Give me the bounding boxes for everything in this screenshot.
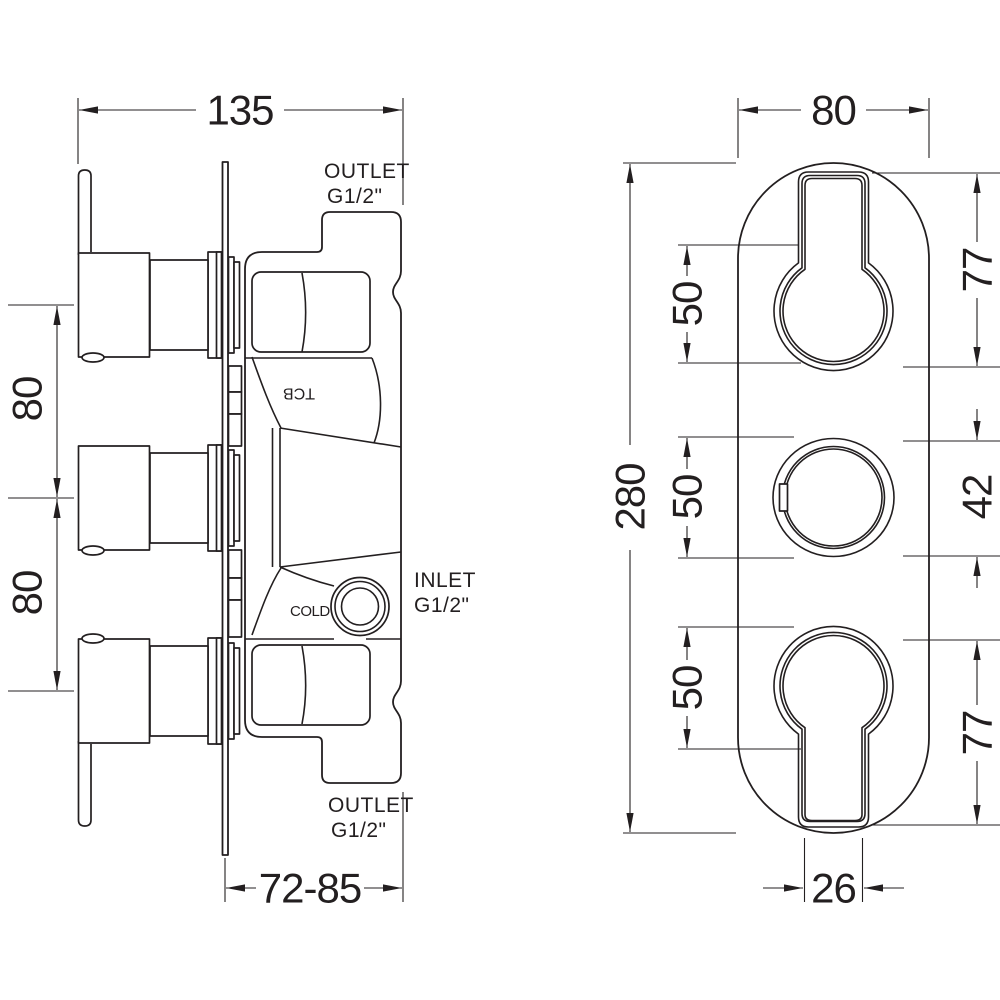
inlet-line2: G1/2" bbox=[414, 594, 469, 617]
label-inlet: INLET G1/2" bbox=[414, 569, 476, 617]
dim-top-hole: 50 bbox=[664, 244, 801, 364]
valve-body-outline bbox=[244, 211, 402, 784]
dim-handle-spacing-upper-label: 80 bbox=[4, 377, 51, 422]
dim-handle-spacing-lower-label: 80 bbox=[4, 571, 51, 616]
outlet-top-line1: OUTLET bbox=[324, 160, 410, 183]
dim-middle-gap-label: 42 bbox=[954, 475, 1000, 520]
handle-middle bbox=[77, 444, 241, 556]
handle-top-stem bbox=[149, 259, 209, 351]
handle-bottom-lever bbox=[77, 741, 92, 827]
dim-top-keyhole-label: 77 bbox=[954, 248, 1000, 293]
dim-handle-spacing: 80 80 bbox=[4, 304, 74, 692]
dim-overall-width-label: 135 bbox=[206, 87, 273, 134]
keyhole-bottom bbox=[773, 625, 894, 828]
handle-bottom-body bbox=[77, 638, 151, 744]
dim-middle-hole: 50 bbox=[664, 436, 794, 559]
handle-middle-screw bbox=[81, 545, 105, 556]
front-view: 80 280 50 50 bbox=[607, 87, 1000, 912]
dim-overall-width: 135 bbox=[77, 87, 404, 205]
dim-slot-width: 26 bbox=[763, 838, 904, 912]
handle-top-screw bbox=[81, 352, 105, 363]
dim-middle-gap: 42 bbox=[903, 409, 1000, 588]
body-marking-tcb: TCB bbox=[283, 385, 315, 402]
side-view: TCB COLD OUTLET G1/2" INLET G1/2" OUTLET… bbox=[4, 87, 476, 912]
dim-bottom-hole-label: 50 bbox=[664, 666, 711, 711]
handle-middle-stem bbox=[149, 452, 209, 544]
dim-bottom-hole: 50 bbox=[664, 626, 801, 750]
middle-hole-notch bbox=[778, 483, 789, 512]
label-outlet-bottom: OUTLET G1/2" bbox=[328, 794, 414, 842]
middle-hole bbox=[772, 437, 895, 558]
body-marking-cold: COLD bbox=[290, 603, 330, 620]
dim-bottom-keyhole-label: 77 bbox=[954, 711, 1000, 756]
handle-middle-body bbox=[77, 445, 151, 551]
dim-plate-height: 280 bbox=[607, 162, 736, 834]
handle-bottom bbox=[77, 633, 241, 827]
mixer-plate-outline bbox=[737, 162, 930, 834]
thermostat-housing bbox=[279, 427, 402, 448]
label-outlet-top: OUTLET G1/2" bbox=[324, 160, 410, 208]
dim-plate-width-label: 80 bbox=[811, 87, 856, 134]
outlet-bottom-line1: OUTLET bbox=[328, 794, 414, 817]
inlet-port bbox=[330, 576, 390, 637]
dim-middle-hole-label: 50 bbox=[664, 475, 711, 520]
dim-bottom-keyhole: 77 bbox=[872, 639, 1000, 826]
cartridge-bottom bbox=[251, 644, 371, 726]
wall-plate-edge bbox=[221, 161, 229, 856]
outlet-top-line2: G1/2" bbox=[327, 185, 382, 208]
dim-plate-height-label: 280 bbox=[607, 463, 654, 530]
dim-slot-width-label: 26 bbox=[811, 865, 856, 912]
dim-top-hole-label: 50 bbox=[664, 282, 711, 327]
outlet-bottom-line2: G1/2" bbox=[331, 819, 386, 842]
handle-bottom-screw bbox=[81, 633, 105, 644]
handle-bottom-stem bbox=[149, 645, 209, 737]
dim-plate-width: 80 bbox=[737, 87, 930, 158]
handle-top bbox=[77, 169, 241, 363]
keyhole-top bbox=[773, 171, 894, 372]
valve-body-details bbox=[245, 356, 402, 640]
cartridge-top bbox=[251, 271, 371, 353]
inlet-line1: INLET bbox=[414, 569, 476, 592]
handle-top-lever bbox=[77, 169, 92, 255]
dim-top-keyhole: 77 bbox=[872, 172, 1000, 368]
dim-recess-depth: 72-85 bbox=[224, 792, 404, 912]
dim-recess-depth-label: 72-85 bbox=[259, 865, 361, 912]
handle-top-body bbox=[77, 252, 151, 358]
